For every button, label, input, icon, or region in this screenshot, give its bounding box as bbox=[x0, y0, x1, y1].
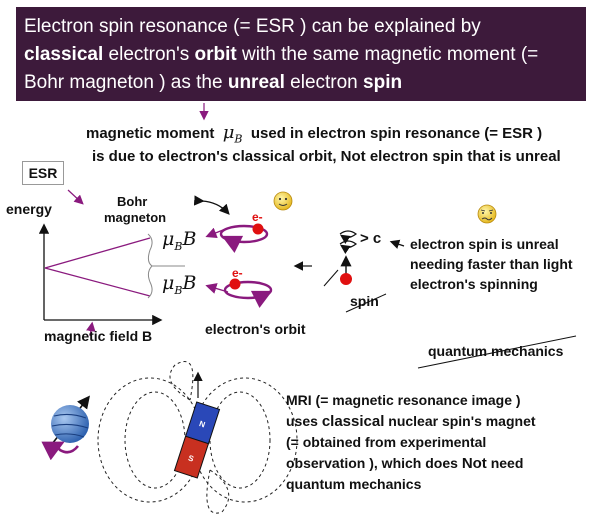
banner-word-unreal: unreal bbox=[227, 72, 285, 93]
unreal-spin-text: electron spin is unreal needing faster t… bbox=[410, 234, 573, 294]
spin-rotation-arrow-2 bbox=[339, 240, 358, 254]
spin-label-strike bbox=[345, 293, 387, 313]
lower-orbit-direction bbox=[250, 290, 273, 309]
qm-strike-line bbox=[417, 335, 577, 369]
lower-level-label: μBB bbox=[162, 272, 196, 297]
mri-line-1: MRI (= magnetic resonance image ) bbox=[286, 392, 521, 408]
banner-word-orbit: orbit bbox=[194, 44, 237, 65]
upper-energy-line bbox=[44, 237, 151, 269]
mri-line-3: (= obtained from experimental bbox=[286, 434, 487, 450]
spin-strike-line bbox=[323, 269, 339, 287]
spinning-globe-icon bbox=[41, 395, 90, 461]
mri-word-not: Not bbox=[461, 455, 487, 472]
worried-face-icon bbox=[477, 204, 497, 224]
mu-subscript: B bbox=[174, 239, 183, 253]
mri-line-2: uses classical nuclear spin's magnet bbox=[286, 411, 536, 432]
moment-line-1: magnetic moment μB used in electron spin… bbox=[86, 124, 542, 149]
mri-text-part: uses bbox=[286, 413, 322, 429]
energy-label: energy bbox=[6, 201, 52, 217]
quantum-mechanics-label: quantum mechanics bbox=[428, 343, 564, 359]
mri-text-part: nuclear spin's magnet bbox=[384, 413, 536, 429]
title-banner: Electron spin resonance (= ESR ) can be … bbox=[16, 7, 586, 101]
unreal-line-2: needing faster than light bbox=[410, 256, 573, 272]
banner-text: electron's bbox=[103, 44, 195, 65]
smiley-face-icon bbox=[273, 191, 293, 211]
mu-symbol: μ bbox=[162, 228, 175, 250]
spin-rotation-arrow-1 bbox=[339, 230, 358, 244]
unreal-line-3: electron's spinning bbox=[410, 276, 538, 292]
mri-word-classical: classical bbox=[321, 413, 385, 430]
bar-magnet: N S bbox=[173, 401, 221, 479]
upper-electron-orbit bbox=[219, 224, 269, 244]
banner-word-spin: spin bbox=[363, 72, 403, 93]
mu-b-symbol: μB bbox=[222, 122, 243, 146]
moment-word-orbit: orbit bbox=[299, 148, 333, 165]
lower-electron bbox=[229, 278, 241, 290]
bohr-label-2: magneton bbox=[104, 210, 167, 225]
field-variable: B bbox=[182, 228, 197, 250]
esr-label-box: ESR bbox=[22, 161, 64, 185]
lower-electron-orbit bbox=[223, 280, 273, 300]
spin-label: spin bbox=[350, 293, 379, 309]
banner-text: with the same magnetic moment (= bbox=[236, 44, 539, 65]
moment-text: used in electron spin resonance (= ESR ) bbox=[250, 125, 543, 142]
lower-energy-line bbox=[44, 267, 151, 297]
mri-text-part: observation ), which does bbox=[286, 455, 462, 471]
upper-electron bbox=[252, 223, 264, 235]
field-pointer-arrow bbox=[86, 321, 96, 337]
upper-orbit-direction bbox=[221, 235, 244, 254]
orbit-label: electron's orbit bbox=[205, 321, 306, 337]
mu-symbol: μ bbox=[162, 272, 175, 294]
banner-line-1: Electron spin resonance (= ESR ) can be … bbox=[24, 16, 481, 37]
mri-text-part: need bbox=[486, 455, 524, 471]
splitting-brace bbox=[147, 233, 153, 299]
banner-word-classical: classical bbox=[24, 44, 104, 65]
banner-line-2: classical electron's orbit with the same… bbox=[24, 41, 578, 69]
faster-than-light-label: > c bbox=[360, 230, 382, 247]
banner-line-3: Bohr magneton ) as the unreal electron s… bbox=[24, 69, 578, 97]
bohr-label-1: Bohr bbox=[117, 194, 148, 209]
moment-text: , Not electron spin that is unreal bbox=[332, 148, 561, 165]
magnet-south-pole bbox=[173, 435, 210, 479]
mu-subscript: B bbox=[174, 283, 183, 297]
moment-line-2: is due to electron's classical orbit, No… bbox=[92, 148, 561, 166]
esr-pointer-arrow bbox=[67, 189, 84, 205]
banner-text: Bohr magneton ) as the bbox=[24, 72, 228, 93]
mri-line-5: quantum mechanics bbox=[286, 476, 422, 492]
field-label: magnetic field B bbox=[44, 328, 153, 344]
flip-arrow bbox=[193, 195, 230, 215]
moment-text: is due to electron's classical bbox=[92, 148, 299, 165]
mri-text: MRI (= magnetic resonance image ) uses c… bbox=[286, 390, 536, 495]
mu-subscript: B bbox=[234, 132, 243, 146]
upper-electron-label: e- bbox=[252, 210, 263, 224]
unreal-pointer-arrow bbox=[389, 239, 405, 249]
upper-level-label: μBB bbox=[162, 228, 196, 253]
moment-text: magnetic moment bbox=[86, 125, 215, 142]
unreal-line-1: electron spin is unreal bbox=[410, 236, 559, 252]
spinning-electron bbox=[340, 273, 352, 285]
mri-line-4: observation ), which does Not need bbox=[286, 453, 536, 474]
banner-text: electron bbox=[284, 72, 364, 93]
south-pole-label: S bbox=[187, 453, 195, 463]
mu-symbol: μ bbox=[222, 122, 235, 143]
north-pole-label: N bbox=[198, 419, 206, 429]
field-variable: B bbox=[182, 272, 197, 294]
lower-electron-label: e- bbox=[232, 266, 243, 280]
